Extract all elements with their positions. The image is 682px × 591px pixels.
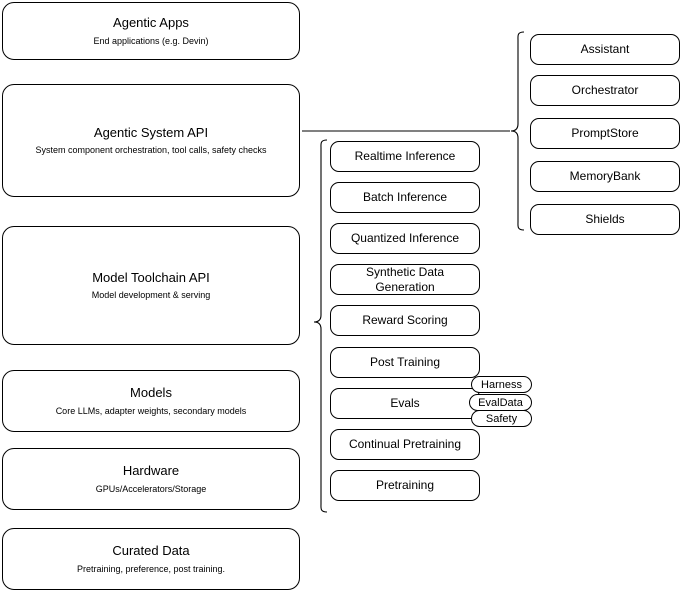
chip-continual-pretraining[interactable]: Continual Pretraining: [330, 429, 480, 460]
chip-label: Shields: [585, 212, 625, 226]
chip-label: Quantized Inference: [350, 231, 460, 245]
bracket-system-column: [510, 31, 525, 231]
chip-quantized-inference[interactable]: Quantized Inference: [330, 223, 480, 254]
pill-evaldata[interactable]: EvalData: [469, 394, 532, 411]
layer-subtitle: Model development & serving: [91, 290, 211, 300]
chip-realtime-inference[interactable]: Realtime Inference: [330, 141, 480, 172]
chip-label: MemoryBank: [569, 169, 641, 183]
chip-label: Batch Inference: [362, 190, 448, 204]
layer-curated-data[interactable]: Curated Data Pretraining, preference, po…: [2, 528, 300, 590]
chip-label: Synthetic Data Generation: [365, 264, 445, 294]
layer-hardware[interactable]: Hardware GPUs/Accelerators/Storage: [2, 448, 300, 510]
chip-label: Evals: [390, 396, 420, 410]
layer-subtitle: System component orchestration, tool cal…: [35, 145, 267, 155]
chip-label: PromptStore: [571, 126, 639, 140]
layer-title: Agentic System API: [93, 124, 209, 140]
layer-models[interactable]: Models Core LLMs, adapter weights, secon…: [2, 370, 300, 432]
chip-label: Realtime Inference: [354, 149, 456, 163]
layer-title: Model Toolchain API: [92, 269, 210, 285]
pill-harness[interactable]: Harness: [471, 376, 532, 393]
chip-pretraining[interactable]: Pretraining: [330, 470, 480, 501]
pill-label: Safety: [485, 412, 518, 425]
chip-synthetic-data-generation[interactable]: Synthetic Data Generation: [330, 264, 480, 295]
chip-reward-scoring[interactable]: Reward Scoring: [330, 305, 480, 336]
layer-title: Models: [130, 385, 172, 401]
pill-label: Harness: [481, 378, 522, 391]
chip-promptstore[interactable]: PromptStore: [530, 118, 680, 149]
chip-memorybank[interactable]: MemoryBank: [530, 161, 680, 192]
pill-label: EvalData: [478, 396, 523, 409]
chip-label: Assistant: [580, 42, 630, 56]
chip-assistant[interactable]: Assistant: [530, 34, 680, 65]
layer-model-toolchain-api[interactable]: Model Toolchain API Model development & …: [2, 226, 300, 345]
layer-title: Hardware: [122, 463, 180, 479]
layer-agentic-system-api[interactable]: Agentic System API System component orch…: [2, 84, 300, 197]
bracket-toolchain-column: [313, 139, 328, 513]
chip-label: Orchestrator: [571, 83, 639, 97]
layer-title: Curated Data: [112, 543, 190, 559]
layer-subtitle: End applications (e.g. Devin): [93, 35, 209, 46]
layer-subtitle: Core LLMs, adapter weights, secondary mo…: [55, 405, 247, 416]
layer-agentic-apps[interactable]: Agentic Apps End applications (e.g. Devi…: [2, 2, 300, 60]
chip-label: Reward Scoring: [362, 313, 448, 327]
chip-batch-inference[interactable]: Batch Inference: [330, 182, 480, 213]
chip-post-training[interactable]: Post Training: [330, 347, 480, 378]
chip-evals[interactable]: Evals: [330, 388, 480, 419]
layer-subtitle: GPUs/Accelerators/Storage: [95, 483, 207, 494]
chip-label: Pretraining: [375, 478, 435, 492]
chip-label: Post Training: [369, 355, 441, 369]
layer-title: Agentic Apps: [113, 15, 189, 31]
chip-label: Continual Pretraining: [348, 437, 462, 451]
layer-subtitle: Pretraining, preference, post training.: [76, 563, 226, 574]
pill-safety[interactable]: Safety: [471, 410, 532, 427]
chip-orchestrator[interactable]: Orchestrator: [530, 75, 680, 106]
chip-shields[interactable]: Shields: [530, 204, 680, 235]
